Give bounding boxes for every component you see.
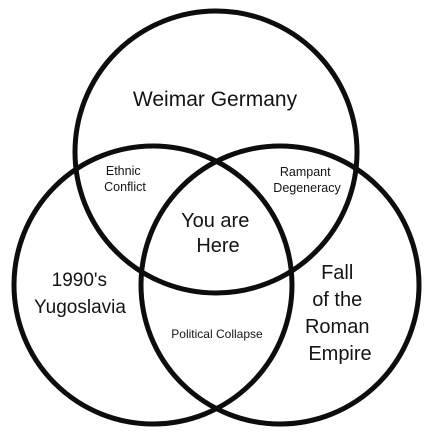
circle-yugoslavia [11, 143, 295, 427]
label-rampant-degeneracy: Rampant Degeneracy [273, 165, 341, 195]
circle-roman-empire [138, 143, 422, 427]
label-you-are-here: You are Here [181, 210, 255, 257]
label-ethnic-conflict: Ethnic Conflict [104, 164, 146, 194]
label-political-collapse: Political Collapse [171, 327, 263, 341]
label-weimar-germany: Weimar Germany [133, 88, 298, 111]
label-yugoslavia: 1990's Yugoslavia [34, 270, 126, 318]
circle-weimar-germany [72, 8, 360, 296]
label-roman-empire: Fall of the Roman Empire [305, 262, 375, 365]
